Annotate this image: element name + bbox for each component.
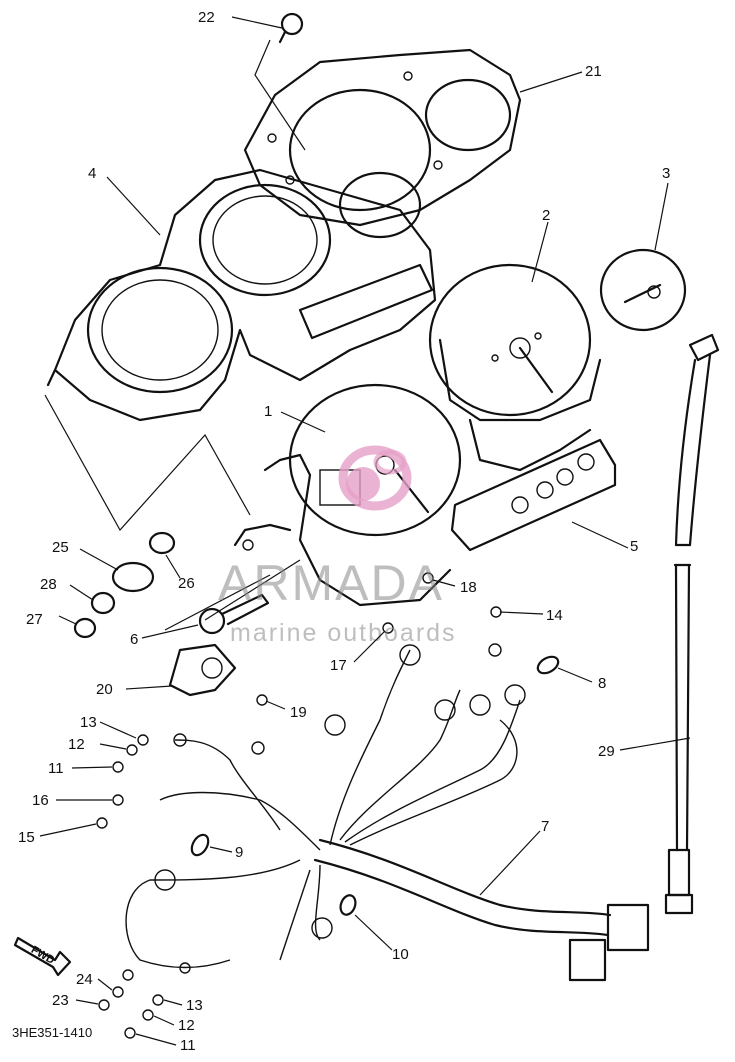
callout-19: 19	[290, 704, 307, 721]
callout-18: 18	[460, 579, 477, 596]
callout-13b: 13	[186, 997, 203, 1014]
callout-8: 8	[598, 675, 606, 692]
callout-20: 20	[96, 681, 113, 698]
fwd-label: FWD	[29, 944, 57, 967]
callout-22: 22	[198, 9, 215, 26]
fwd-arrow-icon: FWD	[13, 936, 72, 977]
meter-case-part	[46, 168, 437, 422]
callout-21: 21	[585, 63, 602, 80]
assembly-guide-lines	[44, 39, 306, 631]
part-code-label: 3HE351-1410	[12, 1025, 92, 1040]
callout-5: 5	[630, 538, 638, 555]
callout-17: 17	[330, 657, 347, 674]
screw-part	[278, 12, 304, 44]
callout-25: 25	[52, 539, 69, 556]
callout-24: 24	[76, 971, 93, 988]
callout-15: 15	[18, 829, 35, 846]
callout-16: 16	[32, 792, 49, 809]
speedometer-cable-part	[664, 333, 720, 915]
callout-27: 27	[26, 611, 43, 628]
speedometer-part	[233, 383, 462, 607]
bulbs	[190, 655, 560, 916]
callout-numbers: 22 21 4 3 2 1 5 25 26 28 27 18 14 6 17 8…	[18, 9, 670, 1054]
callout-9: 9	[235, 844, 243, 861]
indicator-panel-part	[450, 418, 617, 552]
wire-harness-part	[122, 643, 650, 982]
watermark: ARMADA marine outboards	[218, 445, 457, 647]
tachometer-part	[428, 263, 602, 422]
callout-14: 14	[546, 607, 563, 624]
callout-11b: 11	[180, 1037, 196, 1054]
watermark-brand: ARMADA	[218, 555, 444, 611]
callout-7: 7	[541, 818, 549, 835]
callout-4: 4	[88, 165, 96, 182]
callout-leaders	[39, 16, 691, 1046]
fasteners	[96, 572, 502, 1039]
meter-cover-part	[243, 48, 522, 227]
callout-26: 26	[178, 575, 195, 592]
callout-12: 12	[68, 736, 85, 753]
callout-3: 3	[662, 165, 670, 182]
small-parts-left	[73, 531, 270, 697]
callout-10: 10	[392, 946, 409, 963]
callout-6: 6	[130, 631, 138, 648]
callout-12b: 12	[178, 1017, 195, 1034]
callout-28: 28	[40, 576, 57, 593]
callout-2: 2	[542, 207, 550, 224]
small-gauge-part	[599, 248, 687, 332]
callout-1: 1	[264, 403, 272, 420]
callout-29: 29	[598, 743, 615, 760]
watermark-logo-icon	[338, 445, 412, 511]
watermark-tagline: marine outboards	[230, 619, 457, 647]
callout-11: 11	[48, 760, 64, 777]
callout-13: 13	[80, 714, 97, 731]
callout-23: 23	[52, 992, 69, 1009]
